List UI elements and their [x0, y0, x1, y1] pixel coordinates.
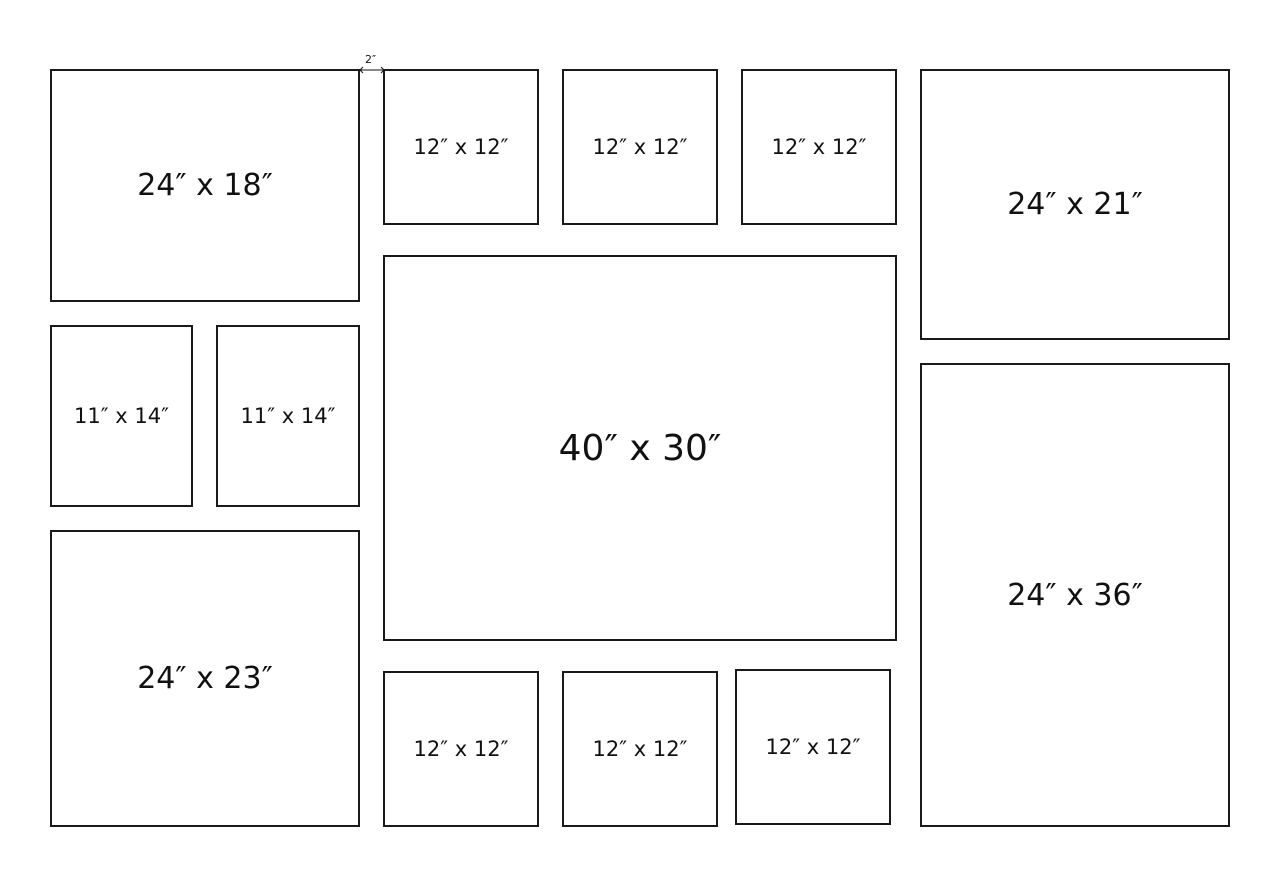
frame-24x18: 24″ x 18″ — [50, 69, 360, 302]
frame-12x12-top-3: 12″ x 12″ — [741, 69, 897, 225]
frame-24x36: 24″ x 36″ — [920, 363, 1230, 827]
frame-size-label: 12″ x 12″ — [771, 135, 867, 159]
frame-size-label: 24″ x 21″ — [1007, 187, 1143, 222]
frame-size-label: 12″ x 12″ — [765, 735, 861, 759]
frame-size-label: 12″ x 12″ — [413, 737, 509, 761]
frame-11x14-1: 11″ x 14″ — [50, 325, 193, 507]
frame-12x12-top-1: 12″ x 12″ — [383, 69, 539, 225]
frame-40x30-center: 40″ x 30″ — [383, 255, 897, 641]
frame-size-label: 12″ x 12″ — [592, 135, 688, 159]
frame-size-label: 12″ x 12″ — [592, 737, 688, 761]
frame-size-label: 24″ x 23″ — [137, 661, 273, 696]
frame-12x12-bottom-2: 12″ x 12″ — [562, 671, 718, 827]
frame-size-label: 11″ x 14″ — [74, 404, 169, 428]
frame-size-label: 40″ x 30″ — [558, 427, 722, 469]
frame-11x14-2: 11″ x 14″ — [216, 325, 360, 507]
frame-12x12-bottom-1: 12″ x 12″ — [383, 671, 539, 827]
frame-size-label: 11″ x 14″ — [240, 404, 336, 428]
gap-dimension-label: 2″ — [365, 53, 377, 66]
frame-24x21: 24″ x 21″ — [920, 69, 1230, 340]
frame-size-label: 24″ x 36″ — [1007, 577, 1143, 613]
frame-size-label: 12″ x 12″ — [413, 135, 509, 159]
frame-24x23: 24″ x 23″ — [50, 530, 360, 827]
frame-size-label: 24″ x 18″ — [137, 168, 273, 203]
frame-12x12-top-2: 12″ x 12″ — [562, 69, 718, 225]
frame-12x12-bottom-3: 12″ x 12″ — [735, 669, 891, 825]
